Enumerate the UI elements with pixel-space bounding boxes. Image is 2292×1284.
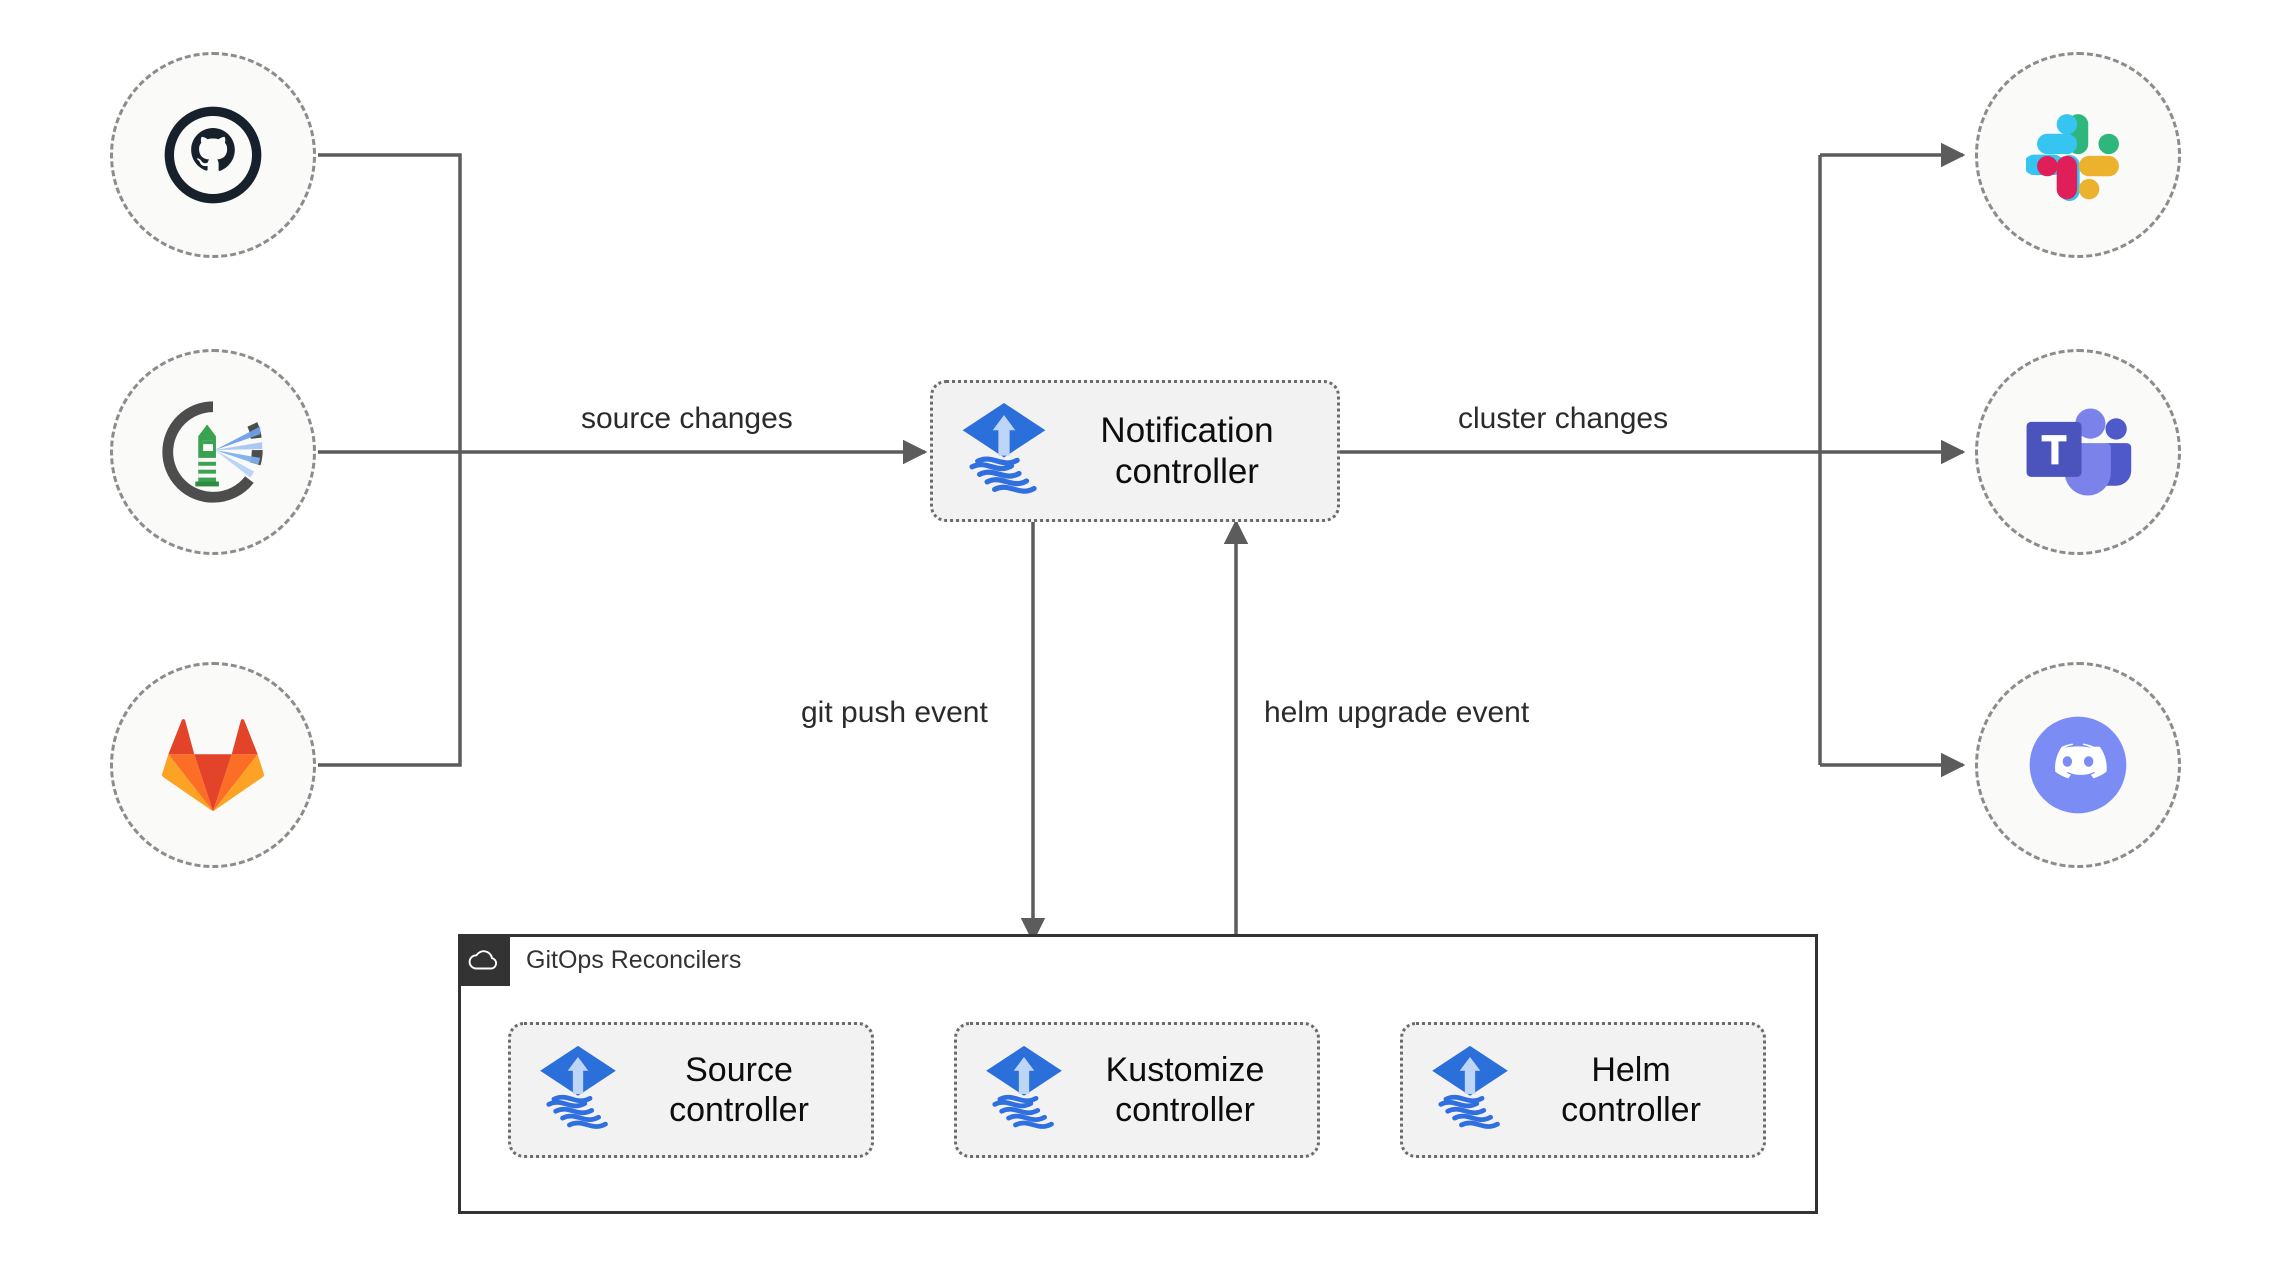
cloud-icon (458, 934, 510, 986)
destination-node-discord[interactable] (1975, 662, 2181, 868)
gitlab-icon (161, 719, 265, 812)
edge-label-helm-upgrade-event: helm upgrade event (1256, 694, 1538, 732)
destination-node-slack[interactable] (1975, 52, 2181, 258)
discord-icon (2029, 716, 2127, 814)
github-icon (164, 106, 262, 204)
edge-label-cluster-changes: cluster changes (1450, 400, 1677, 438)
edge-label-git-push-event: git push event (793, 694, 996, 732)
source-controller-label: Source controller (669, 1050, 809, 1129)
source-node-gitlab[interactable] (110, 662, 316, 868)
destination-node-teams[interactable] (1975, 349, 2181, 555)
flux-cd-icon (981, 1042, 1067, 1139)
source-node-github[interactable] (110, 52, 316, 258)
notification-controller-box[interactable]: Notification controller (930, 380, 1340, 522)
flux-cd-icon (535, 1042, 621, 1139)
flux-cd-icon (957, 399, 1051, 504)
gitops-reconcilers-header: GitOps Reconcilers (458, 934, 741, 986)
source-node-flux[interactable] (110, 349, 316, 555)
gitops-reconcilers-title: GitOps Reconcilers (526, 945, 742, 974)
notification-controller-label: Notification controller (1100, 410, 1274, 491)
helm-controller-label: Helm controller (1561, 1050, 1701, 1129)
edge-label-source-changes: source changes (573, 400, 801, 438)
microsoft-teams-icon (2026, 408, 2132, 496)
helm-controller-box[interactable]: Helm controller (1400, 1022, 1766, 1158)
flux-lighthouse-icon (162, 401, 263, 503)
source-controller-box[interactable]: Source controller (508, 1022, 874, 1158)
wire-sources-spine (318, 153, 462, 767)
kustomize-controller-label: Kustomize controller (1105, 1050, 1265, 1129)
kustomize-controller-box[interactable]: Kustomize controller (954, 1022, 1320, 1158)
flux-cd-icon (1427, 1042, 1513, 1139)
slack-icon (2026, 114, 2119, 202)
